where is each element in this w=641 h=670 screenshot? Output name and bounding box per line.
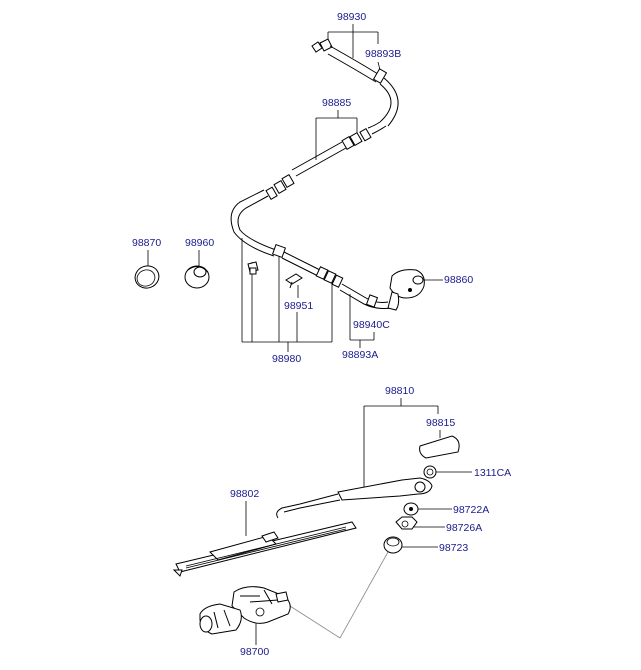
wiper-blade-98802 xyxy=(172,521,357,577)
label-98893B: 98893B xyxy=(365,48,401,60)
leaders-98893A xyxy=(349,294,375,348)
label-98870: 98870 xyxy=(132,237,161,249)
label-98700: 98700 xyxy=(240,646,269,658)
label-98860: 98860 xyxy=(444,274,473,286)
leaders-lower xyxy=(245,471,472,645)
label-98951: 98951 xyxy=(284,300,313,312)
label-98810: 98810 xyxy=(385,385,414,397)
arm-cap-98815 xyxy=(419,435,460,459)
grommet-98960 xyxy=(184,265,210,289)
leader-gray xyxy=(289,551,389,639)
label-98893A: 98893A xyxy=(342,349,378,361)
leaders-98980 xyxy=(241,238,333,352)
label-98940C: 98940C xyxy=(353,319,390,331)
wiper-motor-98700 xyxy=(199,586,291,635)
label-98802: 98802 xyxy=(230,488,259,500)
leaders-98885 xyxy=(315,110,358,160)
leaders-98810 xyxy=(363,398,441,488)
washer-nozzle xyxy=(387,269,425,311)
hose-clip-98980 xyxy=(247,261,259,275)
label-98722A: 98722A xyxy=(453,504,489,516)
leaders-98870-98960 xyxy=(147,250,200,266)
label-98960: 98960 xyxy=(185,237,214,249)
label-98980: 98980 xyxy=(272,353,301,365)
washer-hose xyxy=(230,38,399,309)
label-1311CA: 1311CA xyxy=(474,467,511,479)
nut-1311CA xyxy=(423,465,437,479)
label-98723: 98723 xyxy=(439,542,468,554)
washer-98726A xyxy=(395,516,418,530)
label-98726A: 98726A xyxy=(446,522,482,534)
washer-98723 xyxy=(383,536,403,554)
hose-clip-98951 xyxy=(285,273,303,289)
label-98885: 98885 xyxy=(322,97,351,109)
leaders-98930 xyxy=(327,24,382,75)
grommet-98870 xyxy=(134,265,160,289)
wiper-arm-98810 xyxy=(276,477,433,519)
washer-98722A xyxy=(403,502,419,516)
label-98815: 98815 xyxy=(426,417,455,429)
label-98930: 98930 xyxy=(337,11,366,23)
